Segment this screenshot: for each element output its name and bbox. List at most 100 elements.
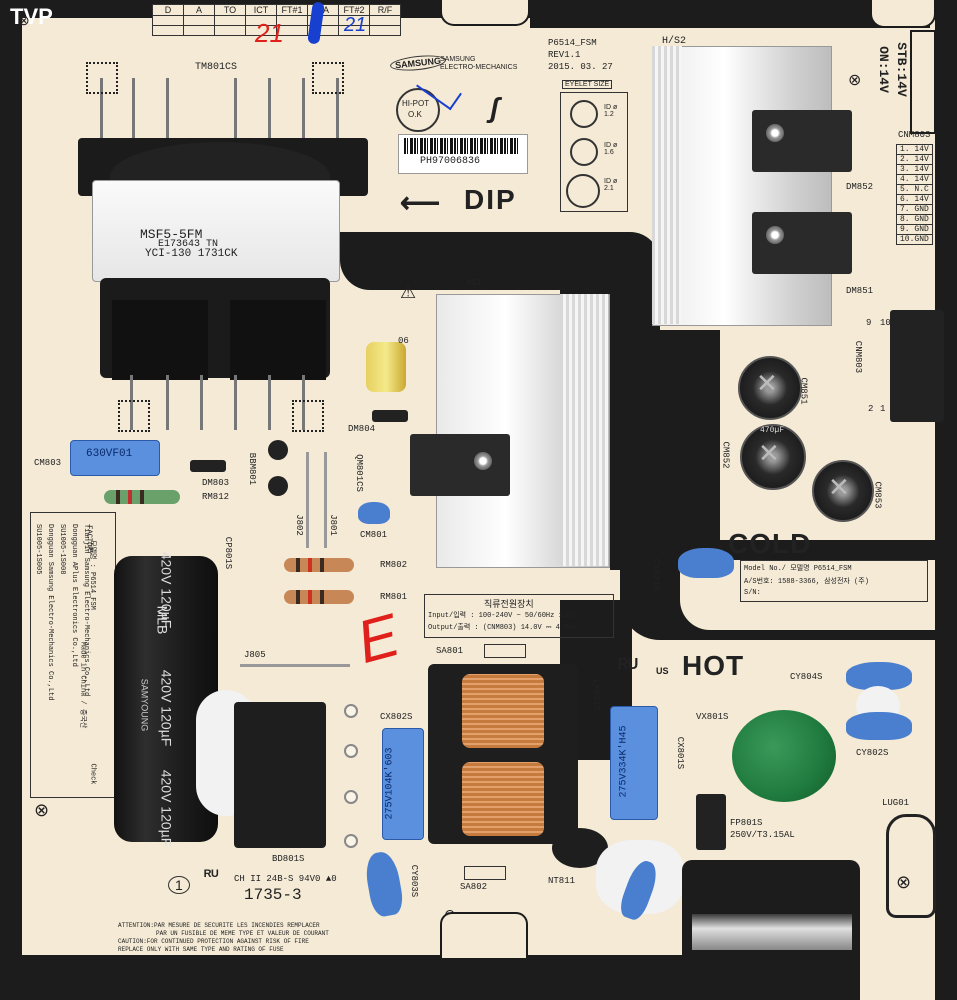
test-header-ict: ICT — [245, 4, 277, 16]
choke-lx801-coil-top — [462, 674, 544, 748]
cnm803-pin-c: 1 — [880, 404, 886, 414]
cnm803-pin-a: 10 — [880, 318, 891, 328]
spark-gap-sa801 — [484, 644, 526, 658]
model-line1: Model No./ 모델명 P6514_FSM — [744, 565, 852, 573]
warning-line4: REPLACE ONLY WITH SAME TYPE AND RATING O… — [118, 946, 284, 953]
cap-cm853 — [812, 460, 874, 522]
eyelet-row-1: ID ø 1.2 — [604, 104, 618, 118]
transformer-pins-top — [100, 78, 350, 138]
pin-1: 1. 14V — [896, 144, 933, 155]
cnm803-header — [890, 310, 944, 422]
ref-j802: J802 — [293, 514, 304, 536]
bridge-pin-4 — [344, 834, 358, 848]
top-slot-2 — [870, 0, 936, 28]
mount-mark-4 — [292, 400, 324, 432]
ref-nt811: NT811 — [548, 876, 576, 886]
transformer-pins-bottom — [130, 375, 310, 430]
hot-label: HOT — [682, 650, 745, 681]
hipot-circle — [396, 88, 440, 132]
watermark: TVP — [10, 4, 53, 29]
board-rev: REV1.1 — [548, 50, 581, 60]
ref-cp801: CP801S — [223, 536, 234, 570]
eyelet-title: EYELET SIZE — [562, 80, 613, 89]
crosshair-top-left: ⊗ — [18, 12, 30, 28]
bottom-slot — [440, 912, 528, 958]
cnm803-header-label: CNM803 — [853, 340, 864, 374]
ref-cm852: CM852 — [720, 441, 731, 469]
cap-cx801 — [610, 706, 658, 820]
cap-cm803 — [70, 440, 160, 476]
cap-cm851-vent: ✕ — [756, 368, 778, 398]
transformer-core-legs-right — [230, 300, 326, 380]
cap-cm853-vent: ✕ — [828, 472, 850, 502]
ref-cm851: CM851 — [798, 377, 809, 405]
jumper-j802 — [306, 452, 309, 548]
ref-lug01: LUG01 — [882, 798, 910, 808]
jumper-j805 — [240, 664, 350, 667]
diode-dm803 — [190, 460, 226, 472]
crosshair-bottom-left: ⊗ — [34, 800, 50, 820]
circle-mark: 1 — [168, 876, 190, 894]
heatsink-hs2 — [652, 46, 832, 326]
handwriting-red-1: 21 — [255, 18, 284, 48]
cap-cm852-vent: ✕ — [758, 438, 780, 468]
ref-cy803: CY803S — [409, 864, 420, 898]
ref-cm801: CM801 — [360, 530, 388, 540]
factory-line1: SU1005-1S005 — [34, 524, 42, 575]
bridge-bd801 — [234, 702, 326, 848]
pin-5: 5. N.C — [896, 184, 933, 195]
transformer-core-legs — [112, 300, 208, 380]
samsung-s-logo: ʃ — [490, 92, 499, 123]
fuse-fp801 — [696, 794, 726, 850]
transformer-sticker-line1: MSF5-5FM — [140, 227, 203, 242]
barcode-text: PH97006836 — [420, 156, 481, 167]
jumper-j801 — [324, 452, 327, 548]
diode-dm804 — [372, 410, 408, 422]
choke-lx801-coil-bottom — [462, 762, 544, 836]
maker-line2: ELECTRO-MECHANICS — [440, 64, 518, 71]
factory-line3: SU1005-1S008 — [58, 524, 66, 575]
top-right-trace — [530, 0, 930, 28]
fuse-rating: 250V/T3.15AL — [730, 830, 795, 840]
dip-label: DIP — [464, 184, 517, 215]
cap-cm803-text: 630VF01 — [86, 448, 133, 460]
cap-cm801 — [358, 502, 390, 524]
ref-sa801: SA801 — [436, 646, 464, 656]
ref-cx801: CX801S — [675, 736, 686, 770]
bulk-cap-rating-3: 420V 120µF — [158, 769, 175, 847]
mid-trace-horizontal — [340, 232, 600, 290]
stb-line1: STB:14V — [893, 42, 909, 97]
code-1735: 1735-3 — [244, 886, 302, 904]
eyelet-hole-2 — [570, 138, 598, 166]
ref-c06: 06 — [398, 336, 409, 346]
ref-cy801: CY801S — [651, 558, 662, 592]
model-line2: A/S번호: 1588-3366, 삼성전자 (주) — [744, 578, 869, 586]
ref-dm803: DM803 — [202, 478, 230, 488]
eyelet-hole-1 — [570, 100, 598, 128]
ref-cx802: CX802S — [380, 712, 413, 722]
test-header-ft1: FT#1 — [276, 4, 308, 16]
frame-right-trace — [935, 0, 957, 1000]
ref-rm812: RM812 — [202, 492, 230, 502]
top-slot-1 — [440, 0, 530, 26]
mount-mark-3 — [118, 400, 150, 432]
transformer-label: TM801CS — [195, 62, 238, 73]
test-header-a: A — [183, 4, 215, 16]
ref-cy802: CY802S — [856, 748, 889, 758]
ref-j805: J805 — [244, 650, 266, 660]
ac-connector-slot — [692, 914, 852, 950]
spark-gap-sa802 — [464, 866, 506, 880]
ref-dm851: DM851 — [846, 286, 874, 296]
hs2-label: H/S2 — [662, 36, 687, 47]
ref-vx801: VX801S — [696, 712, 729, 722]
heatsink-hs2-fins — [652, 46, 682, 324]
cap-cm851 — [738, 356, 802, 420]
pin-2: 2. 14V — [896, 154, 933, 165]
resistor-rm801 — [284, 590, 354, 604]
model-block — [740, 560, 928, 602]
rating-output: Output/출력 : (CNM803) 14.0V ⎓ 4.64A — [428, 624, 577, 632]
ref-sa802: SA802 — [460, 882, 488, 892]
bulk-cap-rating-2: 420V 120µF — [158, 669, 175, 747]
bridge-pin-1 — [344, 704, 358, 718]
